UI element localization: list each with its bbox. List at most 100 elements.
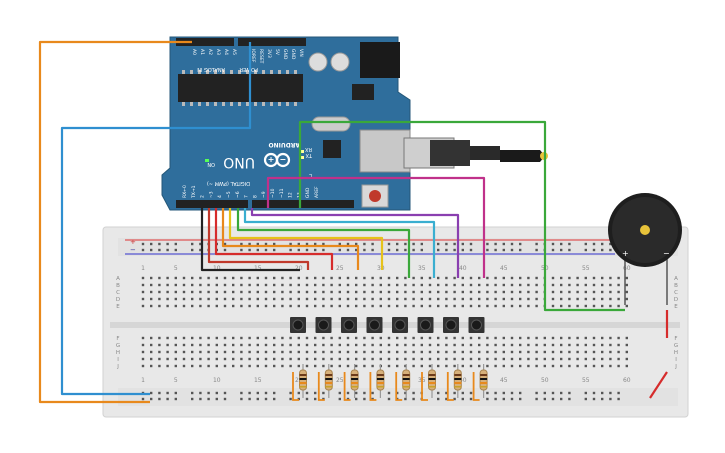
row-letter: I xyxy=(675,357,677,363)
pin-label: A4 xyxy=(223,49,229,55)
pin-label: GND xyxy=(290,49,296,60)
breadboard-holes xyxy=(141,242,628,401)
wire-green-buzzer xyxy=(298,120,625,312)
power-jack xyxy=(360,42,400,78)
analog-header xyxy=(176,38,234,46)
column-number: 25 xyxy=(336,265,344,272)
column-number: 45 xyxy=(500,377,508,384)
pin-label: ~11 xyxy=(279,188,285,198)
pin-label: VIN xyxy=(298,49,304,57)
row-letter: J xyxy=(674,364,677,370)
column-number: 60 xyxy=(623,265,631,272)
pin-label: GND xyxy=(305,187,311,198)
digital-header-high xyxy=(252,200,354,208)
crystal xyxy=(311,116,351,132)
column-number: 25 xyxy=(336,377,344,384)
column-number: 10 xyxy=(213,377,221,384)
pin-label: A1 xyxy=(199,49,205,55)
wire-green xyxy=(236,208,411,278)
row-letter: C xyxy=(116,290,120,296)
row-letter: B xyxy=(116,283,120,289)
atmega-chip xyxy=(178,74,303,102)
push-button xyxy=(468,317,485,333)
capacitor-2 xyxy=(330,52,350,72)
resistor xyxy=(395,364,411,401)
row-letter: A xyxy=(674,276,678,282)
row-letter: I xyxy=(117,357,119,363)
resistor xyxy=(421,364,436,401)
buzzer-minus-label: − xyxy=(663,249,670,258)
resistor xyxy=(472,364,488,401)
pin-label: 3V3 xyxy=(266,49,272,58)
wires xyxy=(38,40,669,404)
column-number: 15 xyxy=(254,377,262,384)
row-letter: G xyxy=(116,343,120,349)
column-number: 55 xyxy=(582,265,590,272)
column-number: 45 xyxy=(500,265,508,272)
push-buttons xyxy=(290,317,485,333)
column-number: 55 xyxy=(582,377,590,384)
rx-led xyxy=(300,156,304,159)
arduino-logo: − + xyxy=(263,152,291,168)
wire-orange-2 xyxy=(221,208,360,270)
wire-yellow xyxy=(228,208,384,270)
rail-minus-label: − xyxy=(130,246,136,254)
power-label: POWER xyxy=(239,66,258,72)
column-number: 1 xyxy=(141,265,145,272)
pin-label: ~5 xyxy=(226,191,232,198)
column-number: 10 xyxy=(213,265,221,272)
column-number: 35 xyxy=(418,265,426,272)
row-letter: F xyxy=(116,336,119,342)
pin-label: RESET xyxy=(258,49,264,64)
column-number: 1 xyxy=(141,377,145,384)
row-letter: D xyxy=(674,297,678,303)
power-header xyxy=(238,38,306,46)
on-label: ON xyxy=(207,161,215,167)
wire-red-jumper-2 xyxy=(649,371,668,399)
column-number: 5 xyxy=(174,265,178,272)
row-letter: E xyxy=(116,304,120,310)
pin-label: 8 xyxy=(252,195,258,198)
pin-label: A3 xyxy=(215,49,221,55)
column-number: 5 xyxy=(174,377,178,384)
wire-purple xyxy=(250,208,460,278)
pin-label: 2 xyxy=(200,195,206,198)
column-number: 20 xyxy=(295,377,303,384)
row-letter: H xyxy=(674,350,678,356)
pin-label: 5V xyxy=(274,49,280,56)
row-letter: A xyxy=(116,276,120,282)
pin-label: 4 xyxy=(217,195,223,198)
wire-magenta xyxy=(266,176,486,278)
column-number: 60 xyxy=(623,377,631,384)
buzzer-plus-label: + xyxy=(622,249,629,258)
push-button xyxy=(392,317,408,333)
pin-label: A0 xyxy=(191,49,197,55)
resistors xyxy=(292,364,488,401)
usb-port xyxy=(359,129,411,173)
voltage-regulator xyxy=(352,84,374,100)
svg-text:+: + xyxy=(268,155,275,164)
pin-label: 12 xyxy=(288,192,294,198)
rail-plus-label: + xyxy=(130,238,136,246)
icsp-header xyxy=(323,140,341,158)
column-number: 40 xyxy=(459,265,467,272)
capacitor-1 xyxy=(308,52,328,72)
svg-text:−: − xyxy=(280,155,287,164)
column-number: 20 xyxy=(295,265,303,272)
push-button xyxy=(366,317,383,333)
push-button xyxy=(417,317,434,333)
row-letter: G xyxy=(674,343,678,349)
resistor xyxy=(343,364,359,401)
pin-label: ~10 xyxy=(270,188,276,198)
row-letter: D xyxy=(116,297,120,303)
pin-label: 7 xyxy=(244,195,250,198)
row-letter: E xyxy=(674,304,678,310)
pin-label: A5 xyxy=(231,49,237,55)
column-number: 30 xyxy=(377,265,385,272)
tx-led xyxy=(300,150,304,153)
row-letter: H xyxy=(116,350,120,356)
board-name: ARDUINO xyxy=(269,141,300,148)
